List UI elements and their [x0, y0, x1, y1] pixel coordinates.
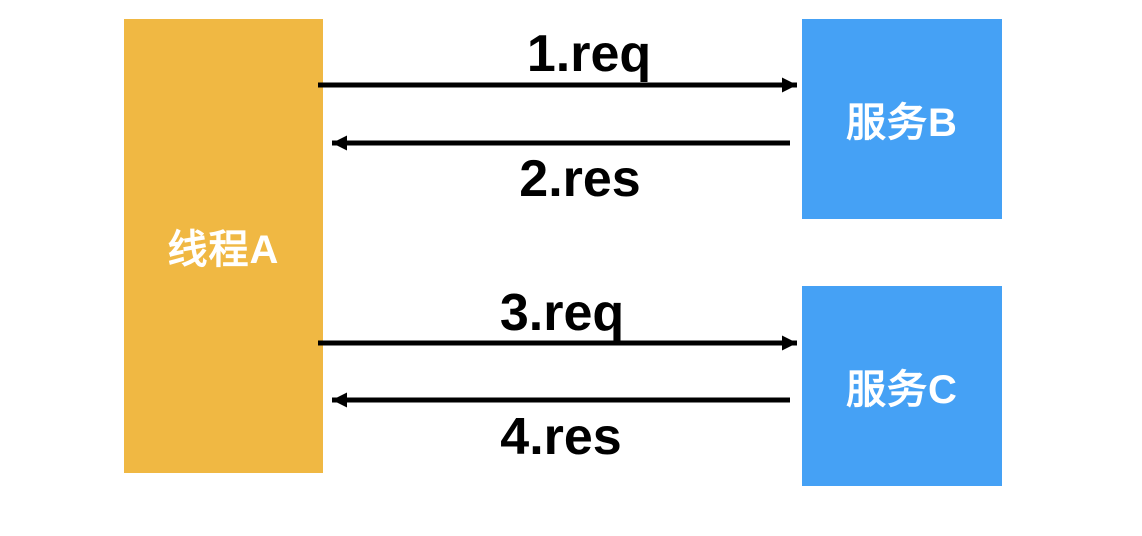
- service-c-box: 服务C: [802, 286, 1002, 486]
- arrow-3-label: 3.req: [499, 284, 625, 342]
- arrow-4-label: 4.res: [500, 408, 622, 466]
- service-b-label: 服务B: [846, 101, 958, 145]
- thread-a-label: 线程A: [167, 228, 280, 272]
- service-b-box: 服务B: [802, 19, 1002, 219]
- arrow-1-label: 1.req: [526, 25, 652, 83]
- thread-a-box: 线程A: [124, 19, 323, 473]
- service-c-label: 服务C: [846, 368, 958, 412]
- arrow-2-label: 2.res: [519, 150, 641, 208]
